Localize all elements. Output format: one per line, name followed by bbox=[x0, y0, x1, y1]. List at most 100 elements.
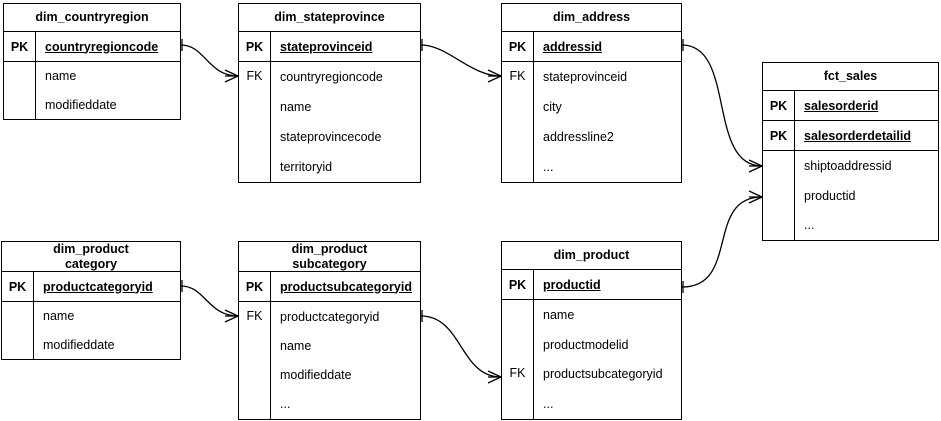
key-badge-fk: FK bbox=[246, 68, 263, 83]
pk-row[interactable]: PK salesorderdetailid bbox=[763, 121, 938, 151]
column-name: stateprovinceid bbox=[543, 70, 628, 84]
column-name: addressline2 bbox=[543, 130, 614, 144]
key-badge-fk: FK bbox=[246, 308, 263, 323]
pk-row[interactable]: PK countryregioncode bbox=[4, 32, 180, 62]
column-name: ... bbox=[543, 160, 554, 174]
key-badge-pk: PK bbox=[502, 32, 534, 61]
column-name: salesorderdetailid bbox=[804, 128, 911, 143]
crows-foot-marker bbox=[224, 315, 239, 323]
key-badge-fk: FK bbox=[509, 365, 526, 380]
entity-title: fct_sales bbox=[763, 63, 938, 91]
column-list: name modifieddate bbox=[36, 62, 180, 119]
key-column bbox=[4, 62, 36, 119]
relationship-productcategory-to-productsubcategory bbox=[180, 280, 239, 323]
key-badge-pk: PK bbox=[239, 32, 271, 61]
entity-title: dim_product bbox=[502, 242, 681, 270]
entity-body: name modifieddate bbox=[2, 302, 180, 359]
crows-foot-marker bbox=[487, 370, 502, 378]
crows-foot-marker bbox=[224, 69, 239, 77]
column-name: productsubcategoryid bbox=[543, 367, 663, 382]
entity-body: shiptoaddressid productid... bbox=[763, 151, 938, 240]
entity-title: dim_address bbox=[502, 4, 681, 32]
pk-row[interactable]: PK addressid bbox=[502, 32, 681, 62]
pk-row[interactable]: PK stateprovinceid bbox=[239, 32, 420, 62]
column-name: name bbox=[43, 309, 75, 324]
entity-title: dim_countryregion bbox=[4, 4, 180, 32]
column-name: modifieddate bbox=[45, 97, 117, 112]
pk-row[interactable]: PK productid bbox=[502, 270, 681, 300]
column-name: name bbox=[45, 69, 77, 84]
column-name: stateprovincecode bbox=[280, 130, 382, 144]
crows-foot-marker bbox=[748, 159, 763, 167]
column-name: name bbox=[280, 100, 312, 114]
entity-body: FK stateprovinceid city addressline2... bbox=[502, 62, 681, 182]
column-name: salesorderid bbox=[804, 98, 879, 113]
pk-row[interactable]: PK productsubcategoryid bbox=[239, 272, 420, 302]
relationship-curve bbox=[420, 44, 502, 77]
column-name: productmodelid bbox=[543, 337, 629, 352]
column-name: productsubcategoryid bbox=[280, 279, 412, 294]
relationship-curve bbox=[681, 44, 763, 167]
entity-title: dim_stateprovince bbox=[239, 4, 420, 32]
key-badge-pk: PK bbox=[763, 121, 795, 150]
column-name: shiptoaddressid bbox=[804, 158, 892, 173]
crows-foot-marker bbox=[487, 75, 502, 83]
column-name: modifieddate bbox=[280, 368, 352, 383]
crows-foot-marker bbox=[748, 190, 763, 198]
column-name: countryregioncode bbox=[280, 70, 383, 84]
column-name: productcategoryid bbox=[43, 279, 153, 294]
column-name: stateprovinceid bbox=[280, 39, 373, 54]
key-column bbox=[2, 302, 34, 359]
column-name: ... bbox=[804, 218, 815, 233]
pk-row[interactable]: PK productcategoryid bbox=[2, 272, 180, 302]
entity-body: FK name productmodelid productsubcategoryid… bbox=[502, 300, 681, 419]
key-badge-pk: PK bbox=[4, 32, 36, 61]
column-name: addressid bbox=[543, 39, 603, 54]
column-list: stateprovinceid city addressline2... bbox=[534, 62, 681, 182]
key-badge-pk: PK bbox=[2, 272, 34, 301]
column-name: ... bbox=[280, 397, 291, 412]
key-badge-fk: FK bbox=[509, 68, 526, 83]
relationship-productsubcategory-to-product bbox=[420, 310, 502, 384]
key-badge-pk: PK bbox=[502, 270, 534, 299]
crows-foot-marker bbox=[487, 69, 502, 77]
entity-title: dim_product subcategory bbox=[239, 242, 420, 272]
crows-foot-marker bbox=[748, 165, 763, 173]
crows-foot-marker bbox=[224, 309, 239, 317]
key-column bbox=[763, 151, 795, 240]
column-name: productid bbox=[543, 277, 601, 292]
column-list: name productmodelid productsubcategoryid..… bbox=[534, 300, 681, 419]
relationship-address-to-fctsales-shiptoaddressid bbox=[681, 39, 763, 173]
column-list: productcategoryid name modifieddate... bbox=[271, 302, 420, 419]
entity-title: dim_product category bbox=[2, 242, 180, 272]
relationship-stateprovince-to-address bbox=[420, 39, 502, 83]
key-column: FK bbox=[239, 302, 271, 419]
column-name: name bbox=[543, 307, 575, 322]
key-badge-pk: PK bbox=[239, 272, 271, 301]
key-column: FK bbox=[502, 300, 534, 419]
relationship-curve bbox=[180, 285, 239, 317]
column-name: countryregioncode bbox=[45, 39, 159, 54]
key-column: FK bbox=[502, 62, 534, 182]
column-list: countryregioncode name stateprovincecode te… bbox=[271, 62, 420, 182]
relationship-product-to-fctsales-productid bbox=[681, 190, 763, 293]
column-list: name modifieddate bbox=[34, 302, 180, 359]
column-name: productcategoryid bbox=[280, 309, 380, 324]
column-name: name bbox=[280, 338, 312, 353]
column-name: territoryid bbox=[280, 160, 333, 174]
column-name: productid bbox=[804, 188, 856, 203]
crows-foot-marker bbox=[224, 75, 239, 83]
column-name: modifieddate bbox=[43, 337, 115, 352]
crows-foot-marker bbox=[487, 376, 502, 384]
column-name: ... bbox=[543, 397, 554, 412]
column-name: city bbox=[543, 100, 562, 114]
